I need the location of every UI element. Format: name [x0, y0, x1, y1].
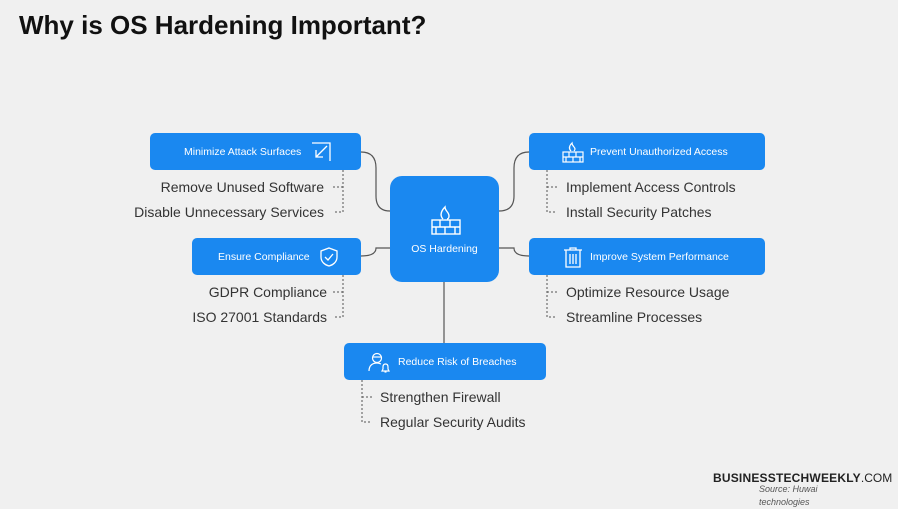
- item-remove-unused-software: Remove Unused Software: [160, 179, 324, 195]
- item-install-security-patches: Install Security Patches: [566, 204, 712, 220]
- item-streamline-processes: Streamline Processes: [566, 309, 703, 325]
- item-implement-access-controls: Implement Access Controls: [566, 179, 736, 195]
- shield-check-icon: [320, 246, 338, 267]
- dots-performance: [546, 275, 557, 318]
- dots-minimize: [333, 170, 344, 213]
- page-title: Why is OS Hardening Important?: [19, 10, 427, 40]
- shrink-arrow-icon: [312, 141, 331, 161]
- firewall-icon: [431, 205, 461, 235]
- node-label: Prevent Unauthorized Access: [590, 145, 728, 158]
- dots-prevent: [546, 170, 557, 213]
- item-iso-27001-standards: ISO 27001 Standards: [192, 309, 327, 325]
- item-strengthen-firewall: Strengthen Firewall: [380, 389, 501, 405]
- item-optimize-resource-usage: Optimize Resource Usage: [566, 284, 730, 300]
- connector-performance: [499, 247, 530, 257]
- item-regular-security-audits: Regular Security Audits: [380, 414, 526, 430]
- node-improve-system-performance: Improve System Performance: [529, 238, 765, 275]
- connector-minimize: [360, 151, 391, 212]
- center-node-os-hardening: OS Hardening: [390, 176, 499, 282]
- node-label: Improve System Performance: [590, 250, 729, 263]
- node-label: Reduce Risk of Breaches: [398, 355, 517, 368]
- item-disable-unnecessary-services: Disable Unnecessary Services: [134, 204, 324, 220]
- source-credit: Source: Huwai technologies: [759, 484, 818, 507]
- center-label: OS Hardening: [411, 243, 478, 255]
- node-label: Minimize Attack Surfaces: [184, 145, 302, 158]
- user-alert-icon: [368, 352, 390, 373]
- connector-compliance: [360, 247, 390, 257]
- brand-logo-text: BUSINESSTECHWEEKLY.COM: [713, 471, 892, 485]
- node-reduce-risk-of-breaches: Reduce Risk of Breaches: [344, 343, 546, 380]
- trash-icon: [564, 246, 582, 268]
- dots-reduce: [361, 380, 372, 423]
- item-gdpr-compliance: GDPR Compliance: [208, 284, 327, 300]
- brand-bold: BUSINESSTECHWEEKLY: [713, 471, 861, 485]
- dots-compliance: [333, 275, 344, 318]
- brand-suffix: .COM: [860, 471, 893, 485]
- node-label: Ensure Compliance: [218, 250, 310, 263]
- node-prevent-unauthorized-access: Prevent Unauthorized Access: [529, 133, 765, 170]
- node-ensure-compliance: Ensure Compliance: [192, 238, 361, 275]
- connector-prevent: [498, 151, 530, 212]
- firewall-icon: [562, 141, 584, 163]
- node-minimize-attack-surfaces: Minimize Attack Surfaces: [150, 133, 361, 170]
